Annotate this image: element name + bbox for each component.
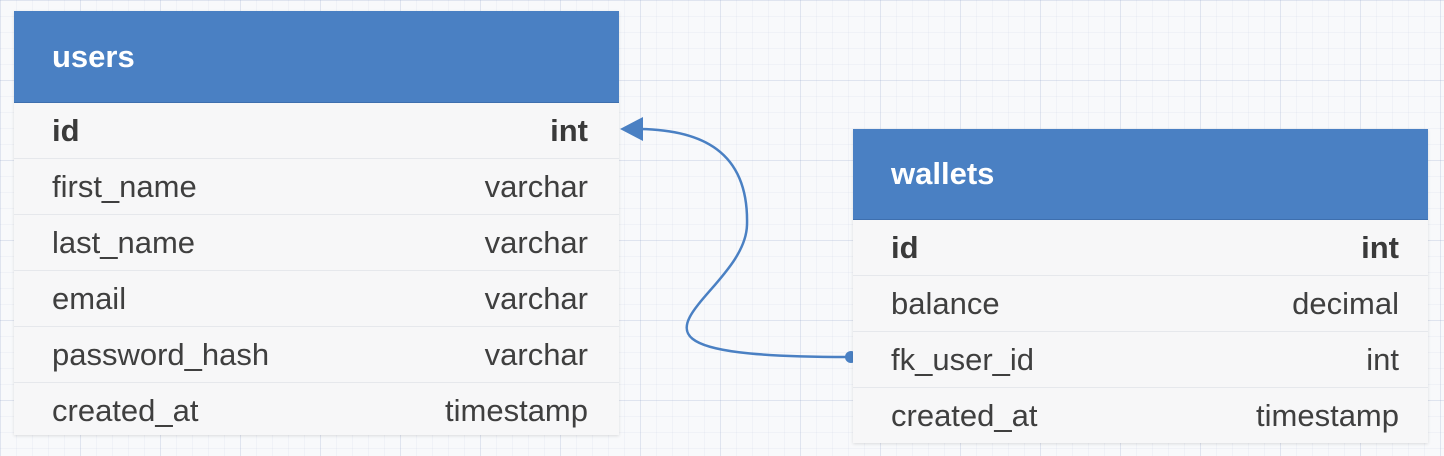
- column-row[interactable]: balance decimal: [853, 276, 1428, 332]
- column-name: id: [891, 229, 919, 265]
- column-name: created_at: [891, 398, 1038, 433]
- relation-line: [639, 127, 849, 359]
- column-row[interactable]: id int: [853, 220, 1428, 276]
- column-name: fk_user_id: [891, 341, 1035, 377]
- column-row[interactable]: created_at timestamp: [853, 388, 1428, 444]
- table-name: users: [52, 38, 135, 74]
- column-row[interactable]: last_name varchar: [14, 215, 619, 271]
- column-name: first_name: [52, 168, 197, 204]
- column-type: varchar: [484, 280, 588, 316]
- column-row[interactable]: fk_user_id int: [853, 332, 1428, 388]
- column-name: created_at: [52, 393, 199, 428]
- column-type: varchar: [484, 168, 588, 204]
- column-row[interactable]: first_name varchar: [14, 159, 619, 215]
- column-row[interactable]: password_hash varchar: [14, 327, 619, 383]
- table-name: wallets: [891, 156, 995, 191]
- table-wallets[interactable]: wallets id int balance decimal fk_user_i…: [853, 129, 1428, 443]
- column-name: id: [52, 112, 80, 148]
- column-type: decimal: [1292, 285, 1399, 321]
- column-row[interactable]: id int: [14, 103, 619, 159]
- column-type: int: [1361, 229, 1399, 265]
- table-users[interactable]: users id int first_name varchar last_nam…: [14, 11, 619, 435]
- column-type: int: [1366, 341, 1399, 377]
- column-name: password_hash: [52, 336, 270, 372]
- column-row[interactable]: email varchar: [14, 271, 619, 327]
- column-name: balance: [891, 285, 1000, 321]
- column-type: timestamp: [445, 393, 588, 428]
- column-name: email: [52, 280, 127, 316]
- table-header-users[interactable]: users: [14, 11, 619, 103]
- column-type: varchar: [484, 224, 588, 260]
- column-row[interactable]: created_at timestamp: [14, 383, 619, 439]
- arrow-icon: [620, 117, 643, 141]
- table-header-wallets[interactable]: wallets: [853, 129, 1428, 220]
- column-type: int: [550, 112, 588, 148]
- column-type: varchar: [484, 336, 588, 372]
- column-name: last_name: [52, 224, 196, 260]
- column-type: timestamp: [1256, 398, 1399, 433]
